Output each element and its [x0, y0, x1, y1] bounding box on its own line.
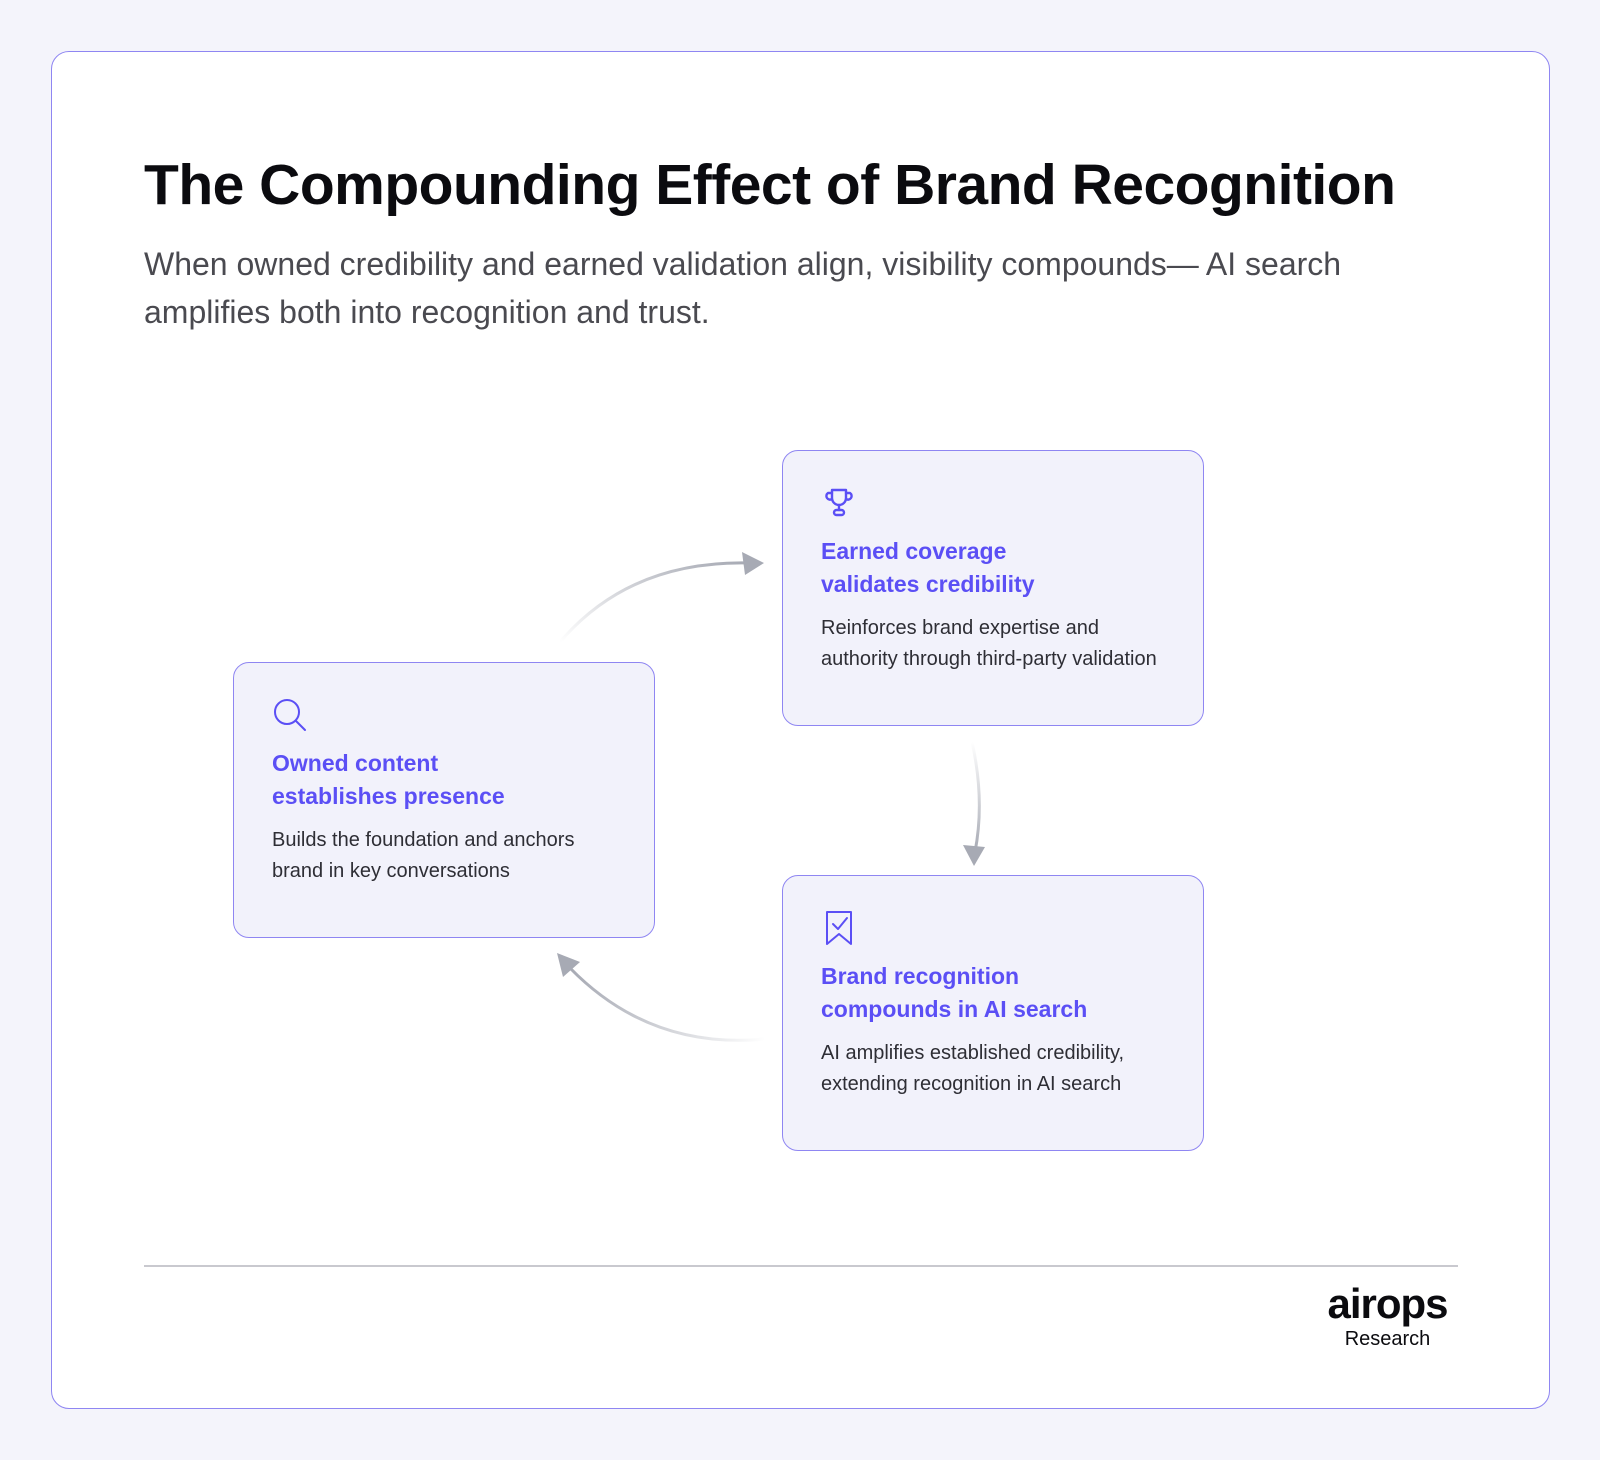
bookmark-check-icon — [826, 911, 852, 945]
logo-subtitle: Research — [1344, 1328, 1431, 1350]
card-owned-content: Owned content establishes presence Build… — [233, 662, 655, 938]
card-body: Reinforces brand expertise and authority… — [821, 617, 1157, 670]
card-earned-coverage: Earned coverage validates credibility Re… — [782, 450, 1204, 726]
arrow-brand-to-owned — [568, 966, 766, 1042]
card-title: Earned coverage validates credibility — [821, 538, 1035, 597]
arrowhead-icon — [557, 953, 580, 977]
card-brand-recognition: Brand recognition compounds in AI search… — [782, 875, 1204, 1151]
card-title: Brand recognition compounds in AI search — [821, 963, 1088, 1022]
arrow-owned-to-earned — [558, 561, 751, 643]
airops-logo: airops Research — [1320, 1282, 1455, 1352]
arrowhead-icon — [742, 552, 764, 575]
trophy-icon — [825, 488, 853, 517]
card-body: Builds the foundation and anchors brand … — [272, 829, 575, 882]
card-title: Owned content establishes presence — [272, 750, 505, 809]
card-body: AI amplifies established credibility, ex… — [821, 1042, 1125, 1095]
logo-wordmark: airops — [1327, 1280, 1448, 1327]
search-icon — [274, 699, 306, 731]
footer-divider — [144, 1265, 1458, 1267]
page-title: The Compounding Effect of Brand Recognit… — [144, 153, 1396, 217]
page-subtitle: When owned credibility and earned valida… — [144, 246, 1342, 330]
arrowhead-icon — [963, 845, 985, 866]
arrow-earned-to-brand — [970, 741, 981, 853]
